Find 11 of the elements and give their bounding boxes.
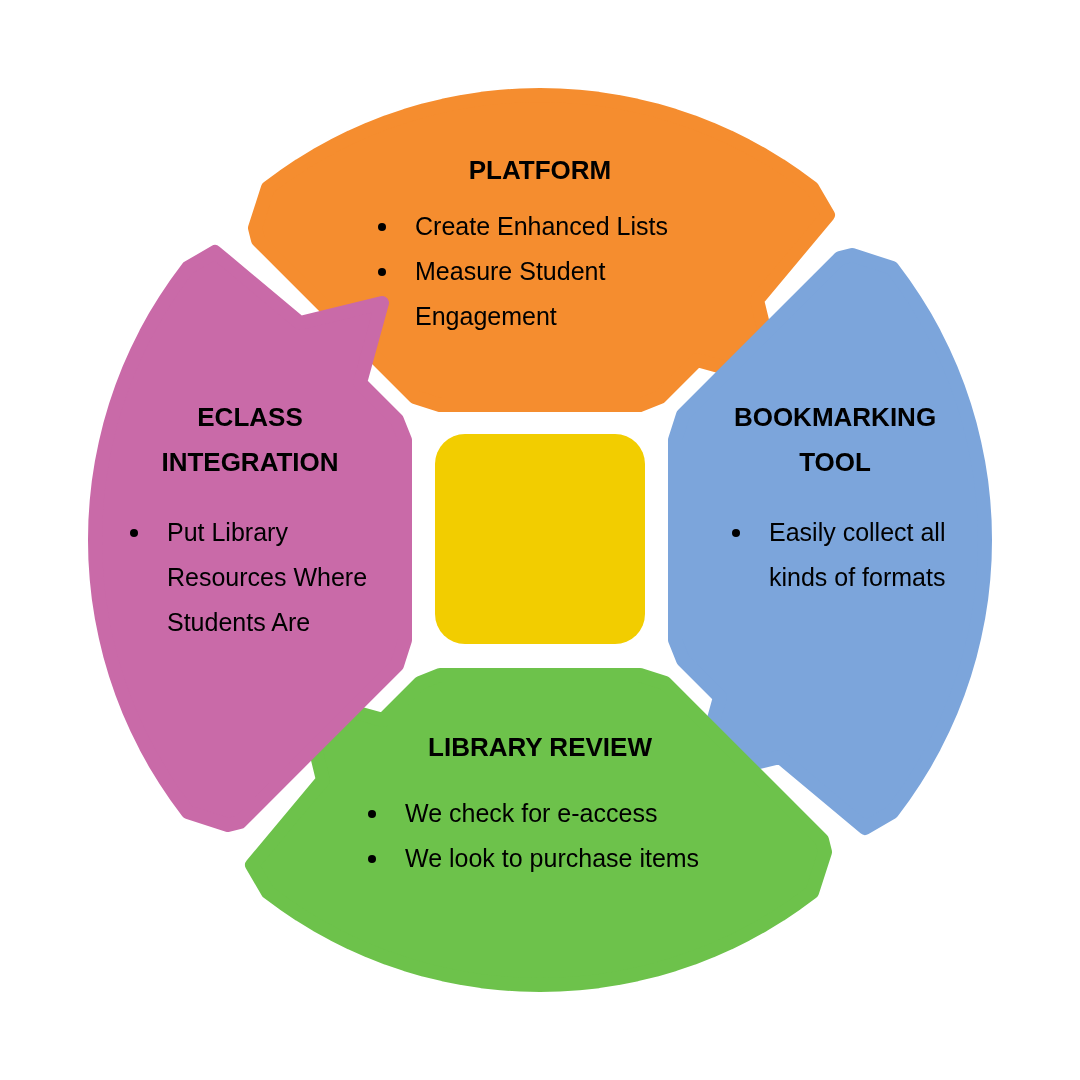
segment-title: ECLASS INTEGRATION xyxy=(160,401,340,479)
bullet-text: We check for e-access xyxy=(405,798,658,829)
segment-title: BOOKMARKING TOOL xyxy=(732,401,938,479)
segment-title: LIBRARY REVIEW xyxy=(427,731,653,764)
bullet-text: Easily collect all kinds of formats xyxy=(769,517,947,593)
bullet-text: Create Enhanced Lists xyxy=(415,211,668,242)
bullet-text: Put Library Resources Where Students Are xyxy=(167,517,369,638)
bullet-text: Measure Student Engagement xyxy=(415,256,607,332)
center-square xyxy=(435,434,645,644)
segment-title: PLATFORM xyxy=(467,154,613,187)
bullet-text: We look to purchase items xyxy=(405,843,700,874)
